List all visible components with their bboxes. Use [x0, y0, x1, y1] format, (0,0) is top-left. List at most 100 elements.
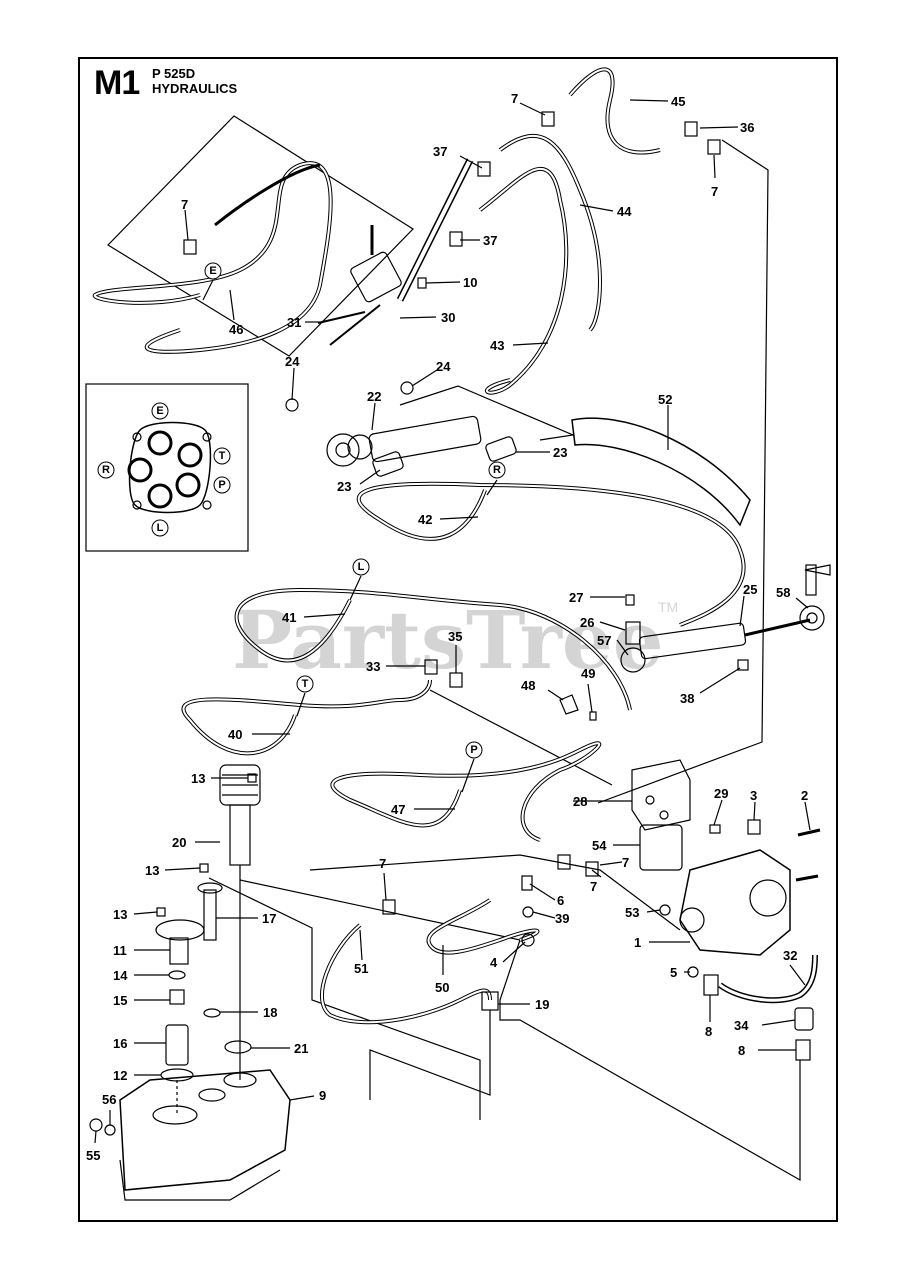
port-label-e: E: [209, 265, 216, 277]
hose-45-inner: [569, 68, 661, 154]
hose-44-inner: [499, 134, 601, 331]
callout-22: 22: [367, 389, 381, 404]
port-label-l: L: [358, 561, 365, 573]
port-circle-r: [488, 461, 506, 479]
callout-12: 12: [113, 1068, 127, 1083]
washer-39: [522, 906, 534, 918]
callout-33: 33: [366, 659, 380, 674]
leader-32: [789, 964, 806, 986]
inset-circle-l: [151, 519, 169, 537]
pump-shaft: [679, 907, 705, 933]
leader-57: [616, 639, 629, 656]
callout-26: 26: [580, 615, 594, 630]
leader-7-pump2: [591, 869, 602, 878]
pump-pulley: [749, 879, 787, 917]
hose-51-inner: [320, 924, 491, 1024]
port-circle-t: [296, 675, 314, 693]
callout-24a: 24: [285, 354, 300, 369]
callout-23b: 23: [553, 445, 567, 460]
return-line-19: [369, 1010, 491, 1100]
ring-24a: [400, 381, 414, 395]
bolt-31b: [329, 304, 381, 346]
hose-46-inner: [93, 162, 332, 353]
port-label-r: R: [493, 464, 501, 476]
port-circle-p: [465, 741, 483, 759]
screw-49: [589, 711, 597, 721]
inset-port-e: [147, 430, 173, 456]
callout-5: 5: [670, 965, 677, 980]
callout-57: 57: [597, 633, 611, 648]
leader-10: [425, 281, 461, 284]
tank-9-lower: [119, 1159, 281, 1201]
hose-41-inner: [235, 588, 631, 711]
fitting-7b: [707, 139, 721, 155]
callout-56: 56: [102, 1092, 116, 1107]
callout-10: 10: [463, 275, 477, 290]
leader-13b: [164, 867, 201, 871]
fitting-7a: [541, 111, 555, 127]
inset-circle-e: [151, 402, 169, 420]
callout-44: 44: [617, 204, 632, 219]
callout-41: 41: [282, 610, 296, 625]
callout-27: 27: [569, 590, 583, 605]
callout-21: 21: [294, 1041, 308, 1056]
leader-24b: [411, 369, 438, 387]
fitting-37b: [449, 231, 463, 247]
callout-18: 18: [263, 1005, 277, 1020]
tank-port-filler: [223, 1072, 257, 1088]
leader-38: [699, 667, 741, 694]
callout-13b: 13: [145, 863, 159, 878]
callout-50: 50: [435, 980, 449, 995]
callout-42: 42: [418, 512, 432, 527]
callout-7-right: 7: [711, 184, 718, 199]
callout-4: 4: [490, 955, 498, 970]
leader-2: [804, 801, 811, 831]
leader-48: [547, 689, 564, 701]
inset-circle-p: [213, 476, 231, 494]
inset-valve-body: [128, 421, 212, 514]
leader-53: [646, 909, 661, 913]
leader-7-right: [713, 154, 716, 179]
screw-13c: [156, 907, 166, 917]
leader-44: [579, 204, 614, 212]
callout-7-pump2: 7: [590, 879, 597, 894]
clamp-48: [559, 694, 579, 715]
cylinder-bushing-left-inner: [335, 442, 351, 458]
hose-43: [478, 166, 569, 395]
callout-20: 20: [172, 835, 186, 850]
filter-stem-20: [229, 804, 251, 866]
oring-18: [203, 1008, 221, 1018]
elbow-33: [424, 659, 438, 675]
leader-4: [502, 941, 526, 963]
callout-38: 38: [680, 691, 694, 706]
inset-label-t: T: [219, 450, 226, 462]
callout-30: 30: [441, 310, 455, 325]
callout-9: 9: [319, 1088, 326, 1103]
inset-label-l: L: [157, 522, 164, 534]
leader-41: [303, 613, 346, 618]
bolt-31: [317, 311, 366, 324]
callout-37b: 37: [483, 233, 497, 248]
fitting-7e: [557, 854, 571, 870]
filter-54: [639, 824, 683, 871]
inset-label-r: R: [102, 464, 110, 476]
pump-group-outline: [309, 854, 681, 931]
callout-13c: 13: [113, 907, 127, 922]
strainer-16: [165, 1024, 189, 1066]
port-inset-box: [85, 383, 249, 552]
nipple-15: [169, 989, 185, 1005]
manifold-port-b: [659, 810, 669, 820]
tank-leader-line: [208, 877, 481, 1120]
callout-11: 11: [113, 943, 127, 958]
pump-leader-line: [597, 139, 769, 804]
callout-7-top: 7: [511, 91, 518, 106]
leader-25: [739, 595, 745, 627]
inset-hole-4: [132, 500, 142, 510]
leader-36: [699, 126, 739, 129]
fitting-36: [684, 121, 698, 137]
tube-flange-17: [197, 882, 223, 894]
rod-eye-58: [799, 605, 825, 631]
fitting-8b: [795, 1039, 811, 1061]
leader-22: [371, 402, 376, 431]
